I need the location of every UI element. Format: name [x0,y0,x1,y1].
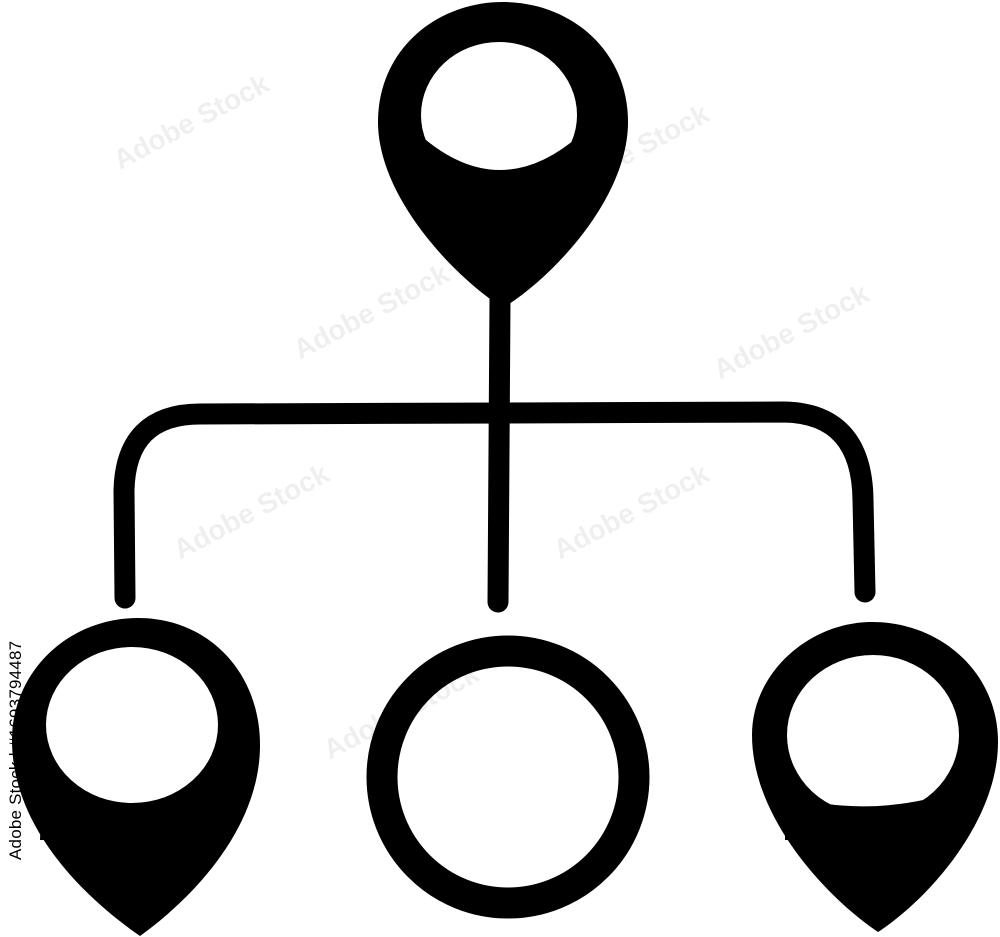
stock-id-label: Adobe Stock | #1693794487 [6,640,25,860]
watermark-text: Adobe Stock [708,277,874,385]
watermark-text: Adobe Stock [108,67,274,175]
connector-lines [113,289,876,613]
watermark-text: Adobe Stock [168,457,334,565]
top-pin-hole [421,42,577,188]
left-pin-hole [46,647,218,803]
right-pin-hole [787,655,959,815]
center-node-ring-icon [366,635,650,919]
left-pin-map-pin-icon [12,618,260,936]
watermark-text: Adobe Stock [288,257,454,365]
branch-line [113,401,876,609]
right-pin-map-pin-icon [752,622,998,932]
top-pin-map-pin-icon [378,2,628,308]
watermark-text: Adobe Stock [548,457,714,565]
trunk-line [487,289,511,613]
